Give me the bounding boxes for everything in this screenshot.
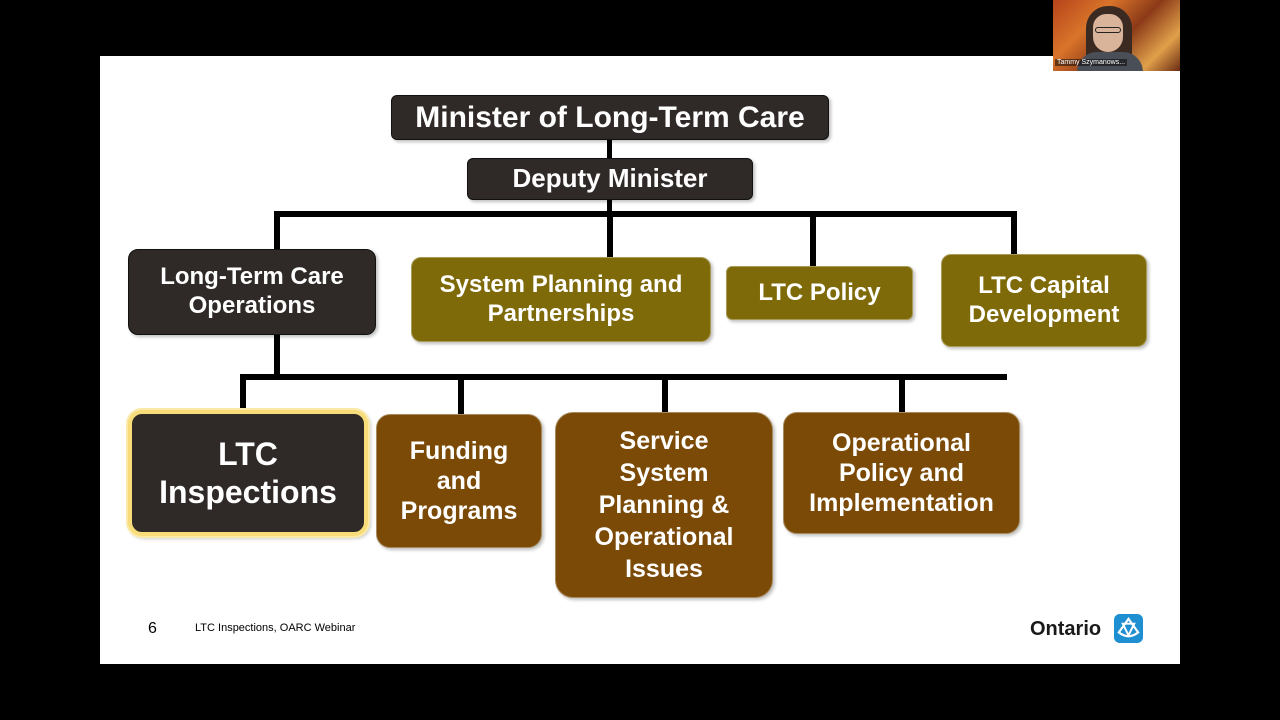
branch-label: Operational Policy and Implementation (809, 429, 994, 517)
minister-label: Minister of Long-Term Care (415, 100, 805, 134)
division-label: System Planning and Partnerships (439, 270, 683, 327)
ontario-trillium-icon (1114, 614, 1143, 643)
division-ltc-operations: Long-Term Care Operations (128, 249, 376, 335)
branch-funding-programs: Funding and Programs (376, 414, 542, 548)
branch-operational-policy: Operational Policy and Implementation (783, 412, 1020, 534)
connector-branch-3 (662, 374, 668, 414)
ontario-logo-text: Ontario (1030, 618, 1102, 640)
division-ltc-capital: LTC Capital Development (941, 254, 1147, 347)
participant-face (1093, 14, 1123, 52)
division-system-planning: System Planning and Partnerships (411, 257, 711, 342)
connector-branch-4 (899, 374, 905, 412)
branch-label: LTC Inspections (159, 435, 337, 510)
division-label: LTC Capital Development (968, 271, 1120, 328)
slide-number: 6 (148, 620, 157, 637)
division-ltc-policy: LTC Policy (726, 266, 913, 320)
participant-video-tile[interactable]: Tammy Szymanows... (1053, 0, 1180, 71)
connector-operations-down (274, 335, 280, 377)
presentation-slide: Minister of Long-Term Care Deputy Minist… (100, 56, 1180, 664)
minister-box: Minister of Long-Term Care (391, 95, 829, 140)
participant-name: Tammy Szymanows... (1055, 59, 1128, 66)
glasses-icon (1095, 27, 1121, 33)
connector-deputy-down (607, 199, 612, 215)
connector-branch-2 (458, 374, 464, 416)
connector-branch-1 (240, 374, 246, 414)
connector-minister-deputy (607, 140, 612, 160)
branch-ltc-inspections: LTC Inspections (128, 410, 368, 536)
connector-branches-horizontal (240, 374, 1007, 380)
division-label: LTC Policy (758, 278, 881, 306)
slide-footer-text: LTC Inspections, OARC Webinar (195, 622, 356, 634)
connector-divisions-horizontal (274, 211, 1017, 217)
division-label: Long-Term Care Operations (160, 263, 344, 319)
deputy-minister-box: Deputy Minister (467, 158, 753, 200)
connector-division-4 (1011, 211, 1017, 256)
branch-label: Service System Planning & Operational Is… (594, 427, 734, 583)
branch-label: Funding and Programs (400, 437, 518, 525)
connector-division-3 (810, 211, 816, 267)
connector-division-1 (274, 211, 280, 251)
connector-division-2 (607, 211, 613, 257)
deputy-minister-label: Deputy Minister (512, 163, 708, 194)
branch-service-system-planning: Service System Planning & Operational Is… (555, 412, 773, 598)
